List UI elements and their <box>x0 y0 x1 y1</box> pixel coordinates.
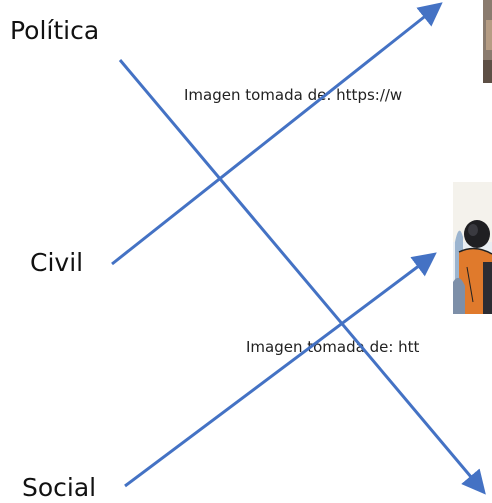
label-civil: Civil <box>30 248 84 277</box>
top-image <box>483 0 492 83</box>
caption-middle: Imagen tomada de: htt <box>246 338 420 356</box>
arrow-social-to-middle-image <box>124 252 437 488</box>
label-social: Social <box>22 473 97 502</box>
middle-image <box>453 182 492 314</box>
caption-top: Imagen tomada de: https://w <box>184 86 403 104</box>
label-politica: Política <box>10 16 100 45</box>
middle-image-graphic <box>453 182 492 314</box>
top-image-graphic <box>483 0 492 83</box>
arrow-civil-to-top-image <box>111 2 443 266</box>
arrow-politica-to-bottom <box>118 59 486 495</box>
